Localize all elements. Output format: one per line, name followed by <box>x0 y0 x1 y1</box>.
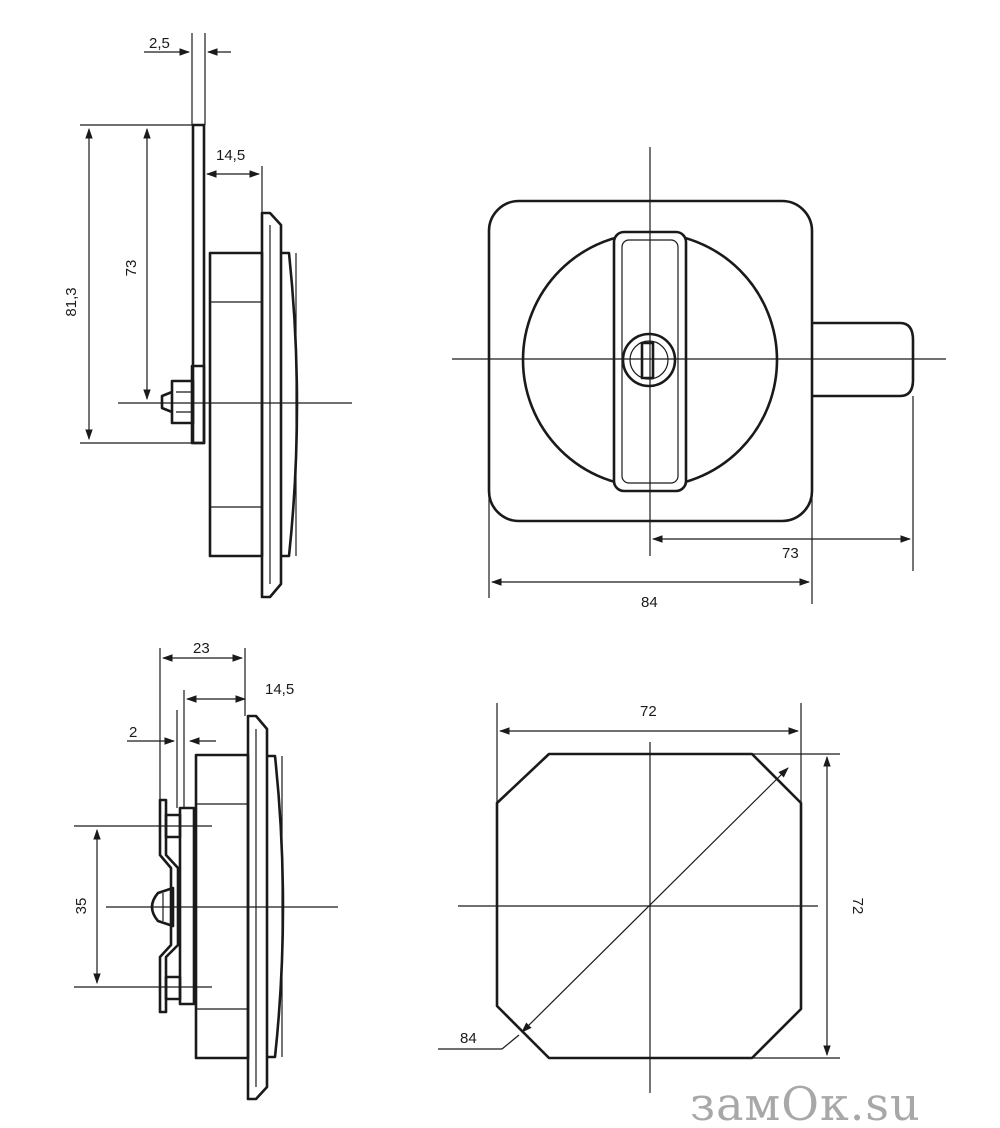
front-flange-bottom <box>246 714 269 1101</box>
side-view-top: 2,5 14,5 81,3 73 <box>63 33 352 599</box>
mounting-plate <box>191 123 206 445</box>
dim-height-axis: 73 <box>123 260 140 277</box>
side-view-bottom: 23 14,5 2 35 <box>73 640 338 1101</box>
dim-side-depth-top: 14,5 <box>216 147 245 164</box>
watermark-logo: замОк.su <box>690 1077 921 1128</box>
lock-housing <box>208 251 264 558</box>
handle-profile <box>281 251 299 558</box>
dim-cutout-diagonal: 84 <box>460 1030 477 1047</box>
mounting-bracket <box>158 798 180 1014</box>
dim-axis-to-bolt: 73 <box>782 545 799 562</box>
latch-bolt <box>812 321 915 398</box>
dim-plate-thickness: 2,5 <box>149 35 170 52</box>
dim-side-depth-total: 23 <box>193 640 210 657</box>
dim-front-width: 84 <box>641 594 658 611</box>
keyway <box>640 341 655 380</box>
dim-side-depth-bottom: 14,5 <box>265 681 294 698</box>
bracket-spacer <box>178 806 196 1006</box>
front-view: 73 84 <box>452 147 946 611</box>
dim-cutout-height: 72 <box>849 898 866 915</box>
dim-cutout-width: 72 <box>640 703 657 720</box>
center-bolt <box>150 886 175 928</box>
bolt-head <box>160 390 173 414</box>
screw-bottom <box>164 975 182 1001</box>
dim-height-overall: 81,3 <box>63 287 80 316</box>
nut <box>170 379 195 425</box>
cutout-view: 84 72 72 <box>438 703 866 1093</box>
front-flange <box>260 211 283 599</box>
dim-bracket-thickness: 2 <box>129 724 137 741</box>
dim-hole-spacing: 35 <box>73 898 90 915</box>
